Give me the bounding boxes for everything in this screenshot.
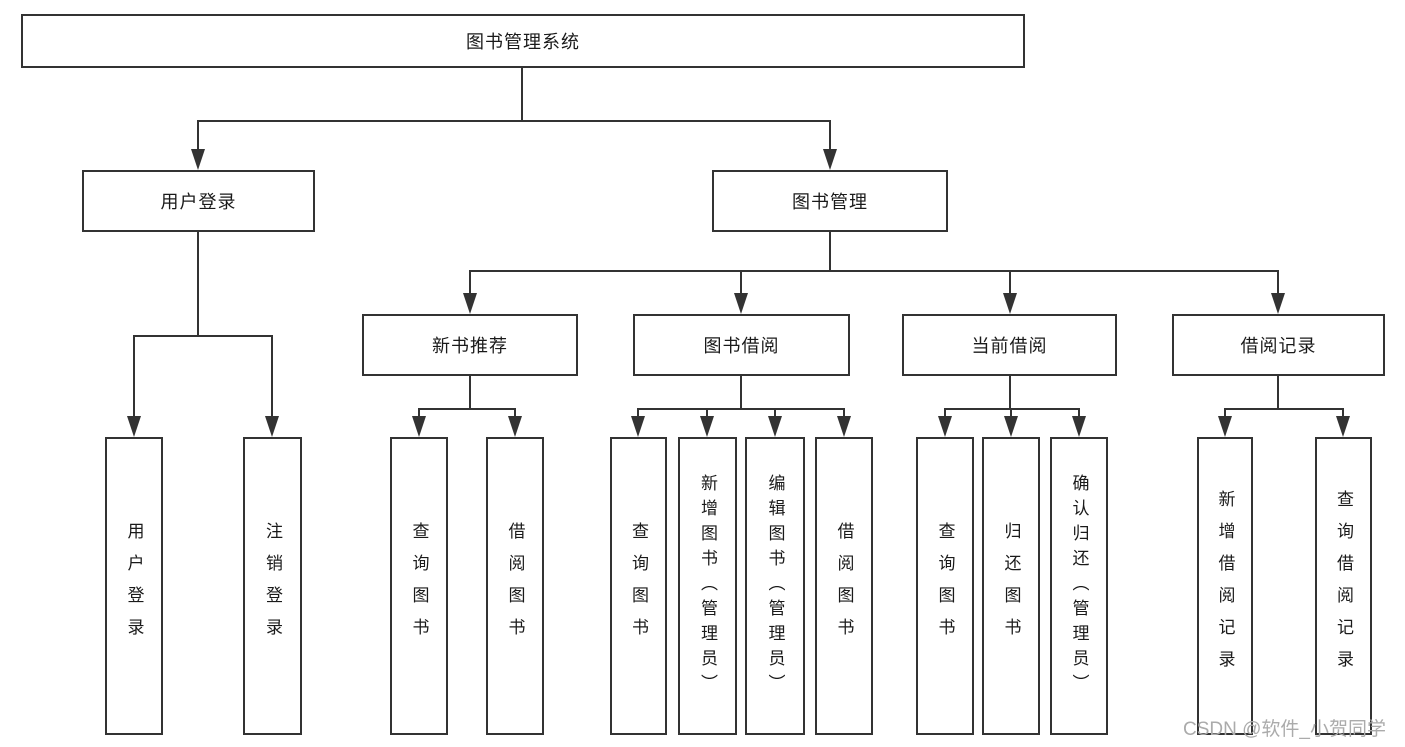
connector-drop-borrowing-records xyxy=(1277,270,1279,294)
node-root: 图书管理系统 xyxy=(21,14,1025,68)
connector-drop-user-login xyxy=(197,120,199,150)
arrowhead-new-book-recommend xyxy=(463,293,477,314)
arrowhead-br-add-record xyxy=(1218,416,1232,437)
node-bb-edit-books-admin: 编辑图书（管理员） xyxy=(745,437,805,735)
arrowhead-user-login-leaf xyxy=(127,416,141,437)
node-user-login-leaf: 用户登录 xyxy=(105,437,163,735)
connector-br-trunk xyxy=(1277,376,1279,408)
arrowhead-br-query-record xyxy=(1336,416,1350,437)
connector-drop-br-add-record xyxy=(1224,408,1226,418)
arrowhead-bb-edit-books xyxy=(768,416,782,437)
node-bb-borrow-books: 借阅图书 xyxy=(815,437,873,735)
connector-drop-rec-query-books xyxy=(418,408,420,418)
arrowhead-borrowing-records xyxy=(1271,293,1285,314)
connector-drop-bb-edit-books xyxy=(774,408,776,418)
node-br-add-record: 新增借阅记录 xyxy=(1197,437,1253,735)
node-cb-confirm-return-admin: 确认归还（管理员） xyxy=(1050,437,1108,735)
connector-cb-split xyxy=(944,408,1080,410)
node-bb-add-books-admin: 新增图书（管理员） xyxy=(678,437,737,735)
connector-drop-user-login-leaf xyxy=(133,335,135,416)
connector-drop-bb-borrow-books xyxy=(843,408,845,418)
connector-book-management-trunk xyxy=(829,232,831,270)
connector-drop-logout xyxy=(271,335,273,416)
arrowhead-cb-query-books xyxy=(938,416,952,437)
node-bb-query-books: 查询图书 xyxy=(610,437,667,735)
node-rec-borrow-books: 借阅图书 xyxy=(486,437,544,735)
node-new-book-recommend: 新书推荐 xyxy=(362,314,578,376)
connector-drop-cb-confirm-return xyxy=(1078,408,1080,418)
connector-user-login-trunk xyxy=(197,232,199,335)
arrowhead-cb-confirm-return xyxy=(1072,416,1086,437)
arrowhead-book-management xyxy=(823,149,837,170)
connector-rec-split xyxy=(418,408,516,410)
arrowhead-rec-borrow-books xyxy=(508,416,522,437)
connector-bb-trunk xyxy=(740,376,742,408)
connector-book-management-split xyxy=(469,270,1279,272)
arrowhead-bb-borrow-books xyxy=(837,416,851,437)
connector-root-split xyxy=(197,120,831,122)
watermark: CSDN @软件_小贺同学 xyxy=(1183,719,1386,740)
node-current-borrowing: 当前借阅 xyxy=(902,314,1117,376)
arrowhead-logout xyxy=(265,416,279,437)
node-user-login: 用户登录 xyxy=(82,170,315,232)
connector-drop-book-borrowing xyxy=(740,270,742,294)
connector-drop-book-management xyxy=(829,120,831,150)
arrowhead-user-login xyxy=(191,149,205,170)
connector-drop-new-book-recommend xyxy=(469,270,471,294)
node-book-borrowing: 图书借阅 xyxy=(633,314,850,376)
arrowhead-book-borrowing xyxy=(734,293,748,314)
connector-br-split xyxy=(1224,408,1344,410)
node-rec-query-books: 查询图书 xyxy=(390,437,448,735)
node-br-query-record: 查询借阅记录 xyxy=(1315,437,1372,735)
connector-cb-trunk xyxy=(1009,376,1011,408)
connector-drop-current-borrowing xyxy=(1009,270,1011,294)
connector-drop-bb-add-books xyxy=(706,408,708,418)
connector-drop-cb-query-books xyxy=(944,408,946,418)
connector-drop-cb-return-books xyxy=(1010,408,1012,418)
connector-drop-br-query-record xyxy=(1342,408,1344,418)
arrowhead-cb-return-books xyxy=(1004,416,1018,437)
arrowhead-bb-add-books xyxy=(700,416,714,437)
arrowhead-rec-query-books xyxy=(412,416,426,437)
node-book-management: 图书管理 xyxy=(712,170,948,232)
node-borrowing-records: 借阅记录 xyxy=(1172,314,1385,376)
connector-rec-trunk xyxy=(469,376,471,408)
node-cb-return-books: 归还图书 xyxy=(982,437,1040,735)
connector-root-trunk xyxy=(521,68,523,120)
arrowhead-bb-query-books xyxy=(631,416,645,437)
connector-drop-rec-borrow-books xyxy=(514,408,516,418)
connector-drop-bb-query-books xyxy=(637,408,639,418)
node-logout: 注销登录 xyxy=(243,437,302,735)
connector-user-login-split xyxy=(133,335,273,337)
arrowhead-current-borrowing xyxy=(1003,293,1017,314)
connector-bb-split xyxy=(637,408,845,410)
node-cb-query-books: 查询图书 xyxy=(916,437,974,735)
